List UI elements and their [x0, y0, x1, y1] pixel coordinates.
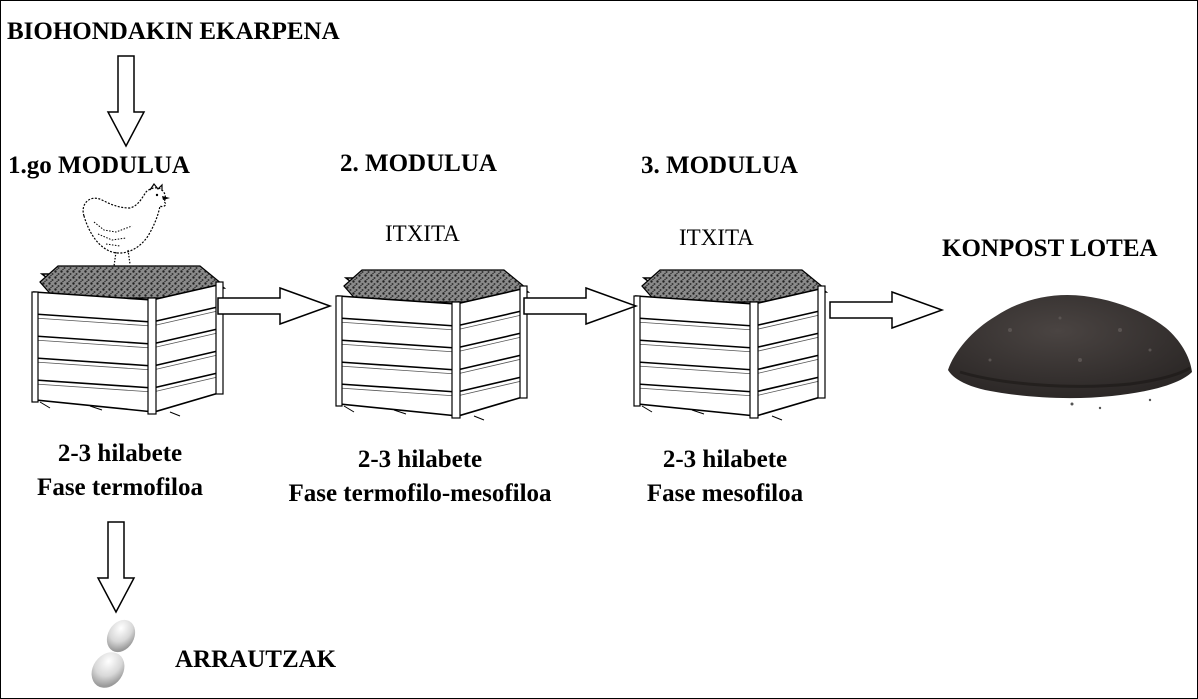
compost-bin-icon: [335, 269, 529, 421]
module-2-phase: Fase termofilo-mesofiloa: [288, 480, 552, 507]
hen-icon: [82, 182, 170, 267]
arrow-right-icon: [829, 291, 943, 329]
compost-bin-icon: [633, 269, 827, 421]
module-3-label: 3. MODULUA: [641, 152, 798, 179]
output-label: KONPOST LOTEA: [942, 235, 1158, 262]
module-2-duration: 2-3 hilabete: [357, 446, 483, 473]
arrow-right-icon: [217, 287, 331, 325]
arrow-down-icon: [107, 55, 145, 147]
module-2-state: ITXITA: [385, 221, 460, 246]
module-1-phase: Fase termofiloa: [37, 474, 203, 501]
module-2-label: 2. MODULUA: [340, 150, 497, 177]
module-3-state: ITXITA: [679, 225, 754, 250]
byproduct-label: ARRAUTZAK: [175, 646, 337, 673]
compost-bin-icon: [31, 265, 225, 417]
module-1-duration: 2-3 hilabete: [57, 440, 183, 467]
module-3-duration: 2-3 hilabete: [662, 446, 788, 473]
arrow-down-icon: [97, 521, 135, 613]
compost-pile-icon: [948, 294, 1192, 410]
arrow-right-icon: [523, 287, 637, 325]
input-title: BIOHONDAKIN EKARPENA: [7, 18, 340, 45]
eggs-icon: [91, 619, 136, 688]
module-1-label: 1.go MODULUA: [8, 152, 190, 179]
module-3-phase: Fase mesofiloa: [646, 480, 804, 507]
